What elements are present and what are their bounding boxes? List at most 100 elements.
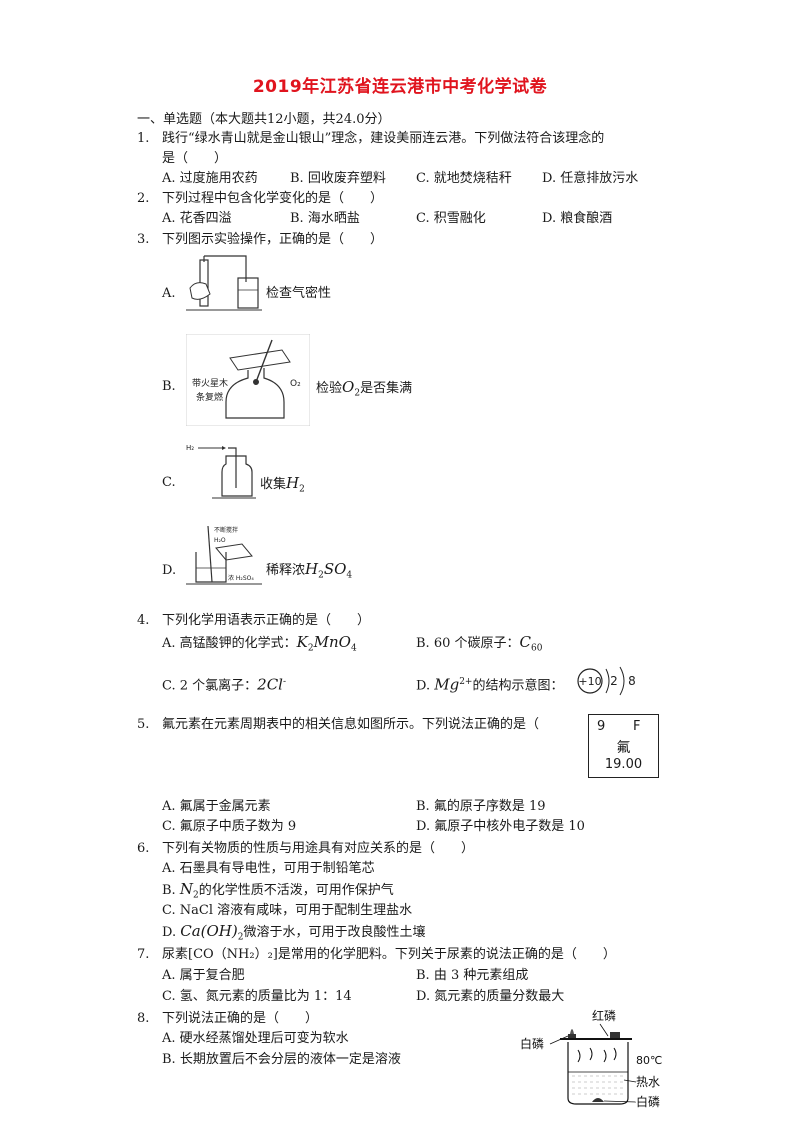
question-stem: 下列过程中包含化学变化的是（ ） [162,191,384,206]
formula: 2Cl [257,675,283,694]
option-c-letter: C. [162,475,176,490]
question-number: 1. [137,131,150,146]
formula-subscript: 2 [192,890,199,901]
formula-superscript: 2+ [459,677,473,687]
option-c-text: C. 2 个氯离子： [162,678,258,694]
option-b-text: 检验O2是否集满 [316,378,412,403]
formula-subscript: 2 [318,570,324,581]
option-b-text: B. 60 个碳原子： [416,636,520,651]
formula: Ca(OH) [180,922,238,940]
option-a: A. 花香四溢 [162,211,232,226]
element-number: 9 [597,719,606,734]
formula: SO [323,560,347,578]
formula-subscript: 2 [299,484,305,495]
option-c: C. 就地焚烧秸秆 [416,171,512,186]
question-number: 2. [137,191,150,206]
option-c-text-pre: 收集 [260,477,287,492]
question-stem-cont: 是（ ） [162,151,228,166]
option-d-text: D. [416,678,435,694]
oxygen-test-figure: 带火星木 条复燃 O₂ [186,334,310,426]
option-d: D. Mg2+的结构示意图： [416,673,564,695]
formula: MnO [313,633,351,651]
gas-collection-figure: H₂ [186,444,256,499]
option-d: D. 粮食酿酒 [542,211,613,226]
option-c-text: 收集H2 [260,474,305,499]
option-b-letter: B. [162,379,176,394]
figure-label: 80℃ [636,1054,662,1067]
option-d-text-post: 微溶于水，可用于改良酸性土壤 [243,925,426,940]
option-d-text: D. [162,925,181,940]
option-c: C. 氢、氮元素的质量比为 1：14 [162,989,352,1004]
section-header: 一、单选题（本大题共12小题，共24.0分） [137,112,391,127]
option-d-text-post: 的结构示意图： [472,678,564,694]
option-b-text-post: 的化学性质不活泼，可用作保护气 [198,883,394,898]
question-number: 7. [137,947,150,962]
question-stem: 尿素[CO（NH₂）₂]是常用的化学肥料。下列关于尿素的说法正确的是（ ） [162,947,616,962]
figure-label: 热水 [636,1075,660,1089]
question-stem: 践行“绿水青山就是金山银山”理念，建设美丽连云港。下列做法符合该理念的 [162,131,605,146]
formula-subscript: 60 [530,643,543,654]
phosphorus-combustion-figure: 红磷 白磷 80℃ 热水 白磷 [520,1008,662,1109]
shell-electrons: 2 [610,674,618,688]
figure-label: 不断搅拌 [214,526,238,534]
formula: C [519,633,531,651]
element-card: 9 F 氟 19.00 [588,714,659,778]
question-number: 8. [137,1011,150,1026]
formula-subscript: 4 [350,643,357,654]
question-stem: 下列有关物质的性质与用途具有对应关系的是（ ） [162,841,475,856]
option-d-letter: D. [162,563,177,578]
formula-subscript: 2 [354,388,361,399]
option-a: A. 氟属于金属元素 [162,799,271,814]
option-a: A. 高锰酸钾的化学式：K2MnO4 [162,633,357,658]
nucleus-charge: +10 [578,675,601,688]
figure-label: H₂ [186,444,194,452]
option-b-text-pre: 检验 [316,381,343,396]
option-a-text: 检查气密性 [266,286,332,301]
formula: H [286,474,300,492]
option-b: B. 氟的原子序数是 19 [416,799,546,814]
airtightness-check-figure [186,255,262,311]
figure-label: 条复燃 [196,391,223,403]
element-mass: 19.00 [604,757,643,772]
ion-structure-diagram: +10 2 8 [577,666,636,696]
option-d: D. 氟原子中核外电子数是 10 [416,819,585,834]
option-a: A. 属于复合肥 [162,968,245,983]
question-stem: 下列图示实验操作，正确的是（ ） [162,232,384,247]
option-a-text: A. 高锰酸钾的化学式： [162,636,297,651]
figure-label: O₂ [290,379,301,389]
figure-label: 白磷 [520,1036,544,1051]
figure-label: 白磷 [636,1094,660,1109]
shell-electrons: 8 [628,674,636,688]
option-b-text-post: 是否集满 [360,381,413,396]
page-title: 2019年江苏省连云港市中考化学试卷 [252,77,548,97]
option-d: D. 任意排放污水 [542,171,639,186]
formula: Mg [434,675,460,694]
option-a-letter: A. [162,286,176,301]
figure-label: 浓 H₂SO₄ [228,574,254,582]
formula: K [296,633,308,651]
option-a: A. 过度施用农药 [162,171,258,186]
question-stem: 下列化学用语表示正确的是（ ） [162,613,371,628]
option-b-text: B. [162,883,180,898]
option-c: C. 2 个氯离子：2Cl- [162,673,286,695]
option-d: D. Ca(OH)2微溶于水，可用于改良酸性土壤 [162,922,426,947]
question-number: 6. [137,841,150,856]
acid-dilution-figure: 不断搅拌 H₂O 浓 H₂SO₄ [186,525,262,585]
option-d: D. 氮元素的质量分数最大 [416,989,565,1004]
option-a: A. 石墨具有导电性，可用于制铅笔芯 [162,861,375,876]
option-b: B. 60 个碳原子：C60 [416,633,542,658]
question-number: 4. [137,613,150,628]
question-number: 3. [137,232,150,247]
option-a: A. 硬水经蒸馏处理后可变为软水 [162,1031,349,1046]
formula: N [179,880,193,898]
option-b: B. 由 3 种元素组成 [416,968,529,983]
option-d-text: 稀释浓H2SO4 [266,560,352,585]
option-c: C. 氟原子中质子数为 9 [162,819,297,834]
formula-superscript: - [282,677,287,687]
question-stem: 氟元素在元素周期表中的相关信息如图所示。下列说法正确的是（ [162,717,540,732]
option-c: C. NaCl 溶液有咸味，可用于配制生理盐水 [162,903,413,918]
figure-label: 带火星木 [192,377,228,389]
option-c: C. 积雪融化 [416,211,486,226]
option-b: B. 回收废弃塑料 [290,171,386,186]
